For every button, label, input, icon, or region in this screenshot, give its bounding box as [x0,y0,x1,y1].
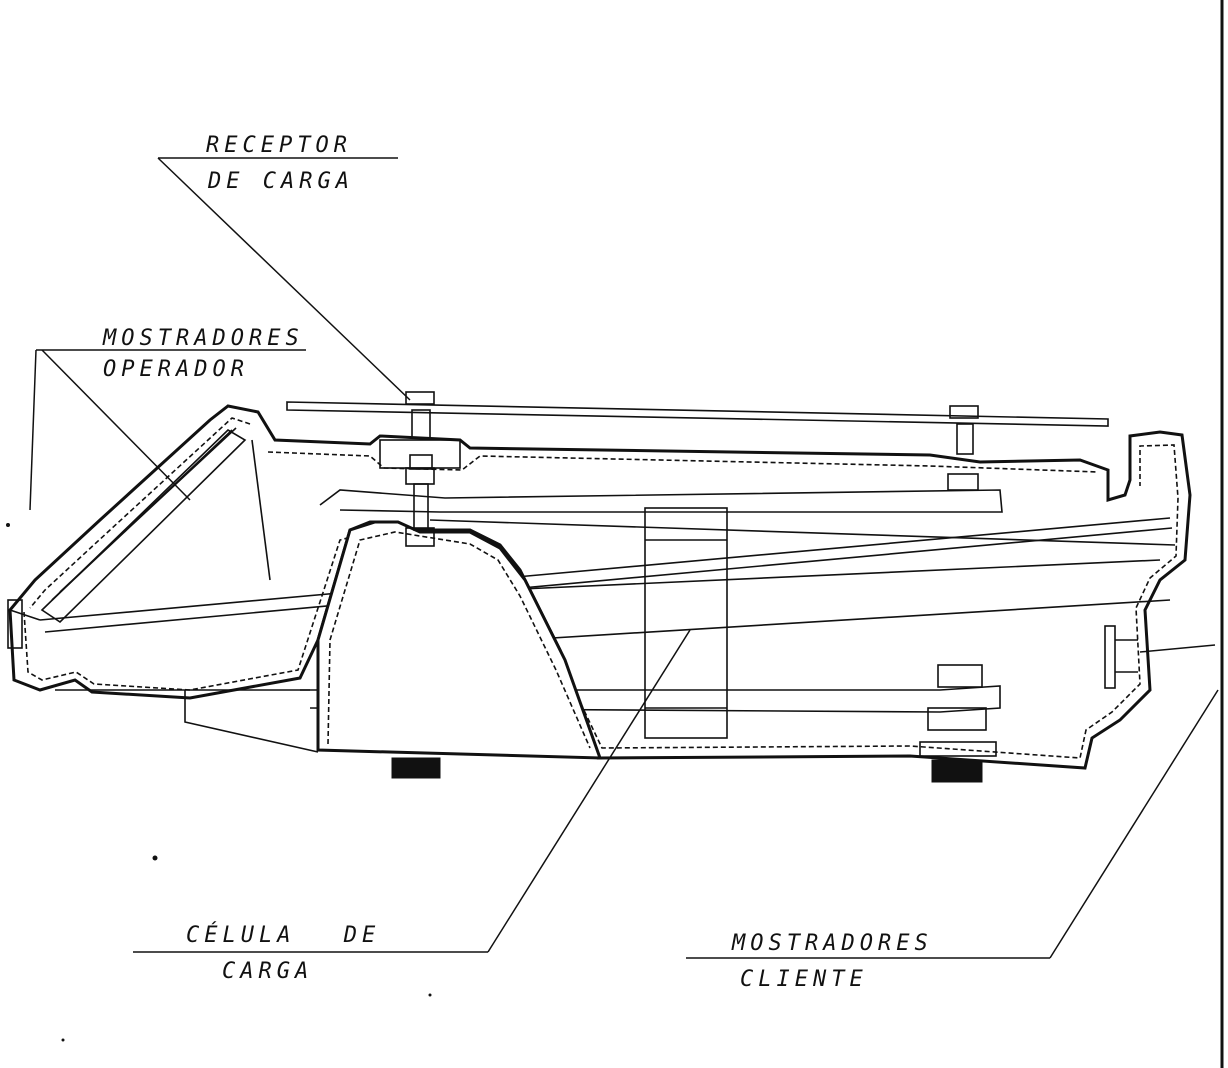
load-cell-block [644,507,728,739]
lever-beams [39,489,1176,713]
operator-display-panel [7,427,247,649]
label-mostradores-cliente-line1: MOSTRADORES [731,931,933,956]
label-receptor-line1: RECEPTOR [206,133,352,158]
label-mostradores-operador-line2: OPERADOR [103,357,249,382]
leader-lines [29,157,1219,959]
label-mostradores-operador-line1: MOSTRADORES [102,326,304,351]
label-receptor-line2: DE CARGA [207,169,354,194]
rubber-feet [391,757,983,783]
label-celula-line1: CÉLULA DE [186,922,380,948]
label-mostradores-cliente-line2: CLIENTE [740,967,868,992]
bolt-assemblies [379,439,997,757]
customer-display-bracket [1104,625,1138,689]
label-celula-line2: CARGA [222,959,313,984]
housing-shell [8,404,1192,770]
scan-speckles [6,523,432,1042]
center-pedestal [184,520,603,760]
